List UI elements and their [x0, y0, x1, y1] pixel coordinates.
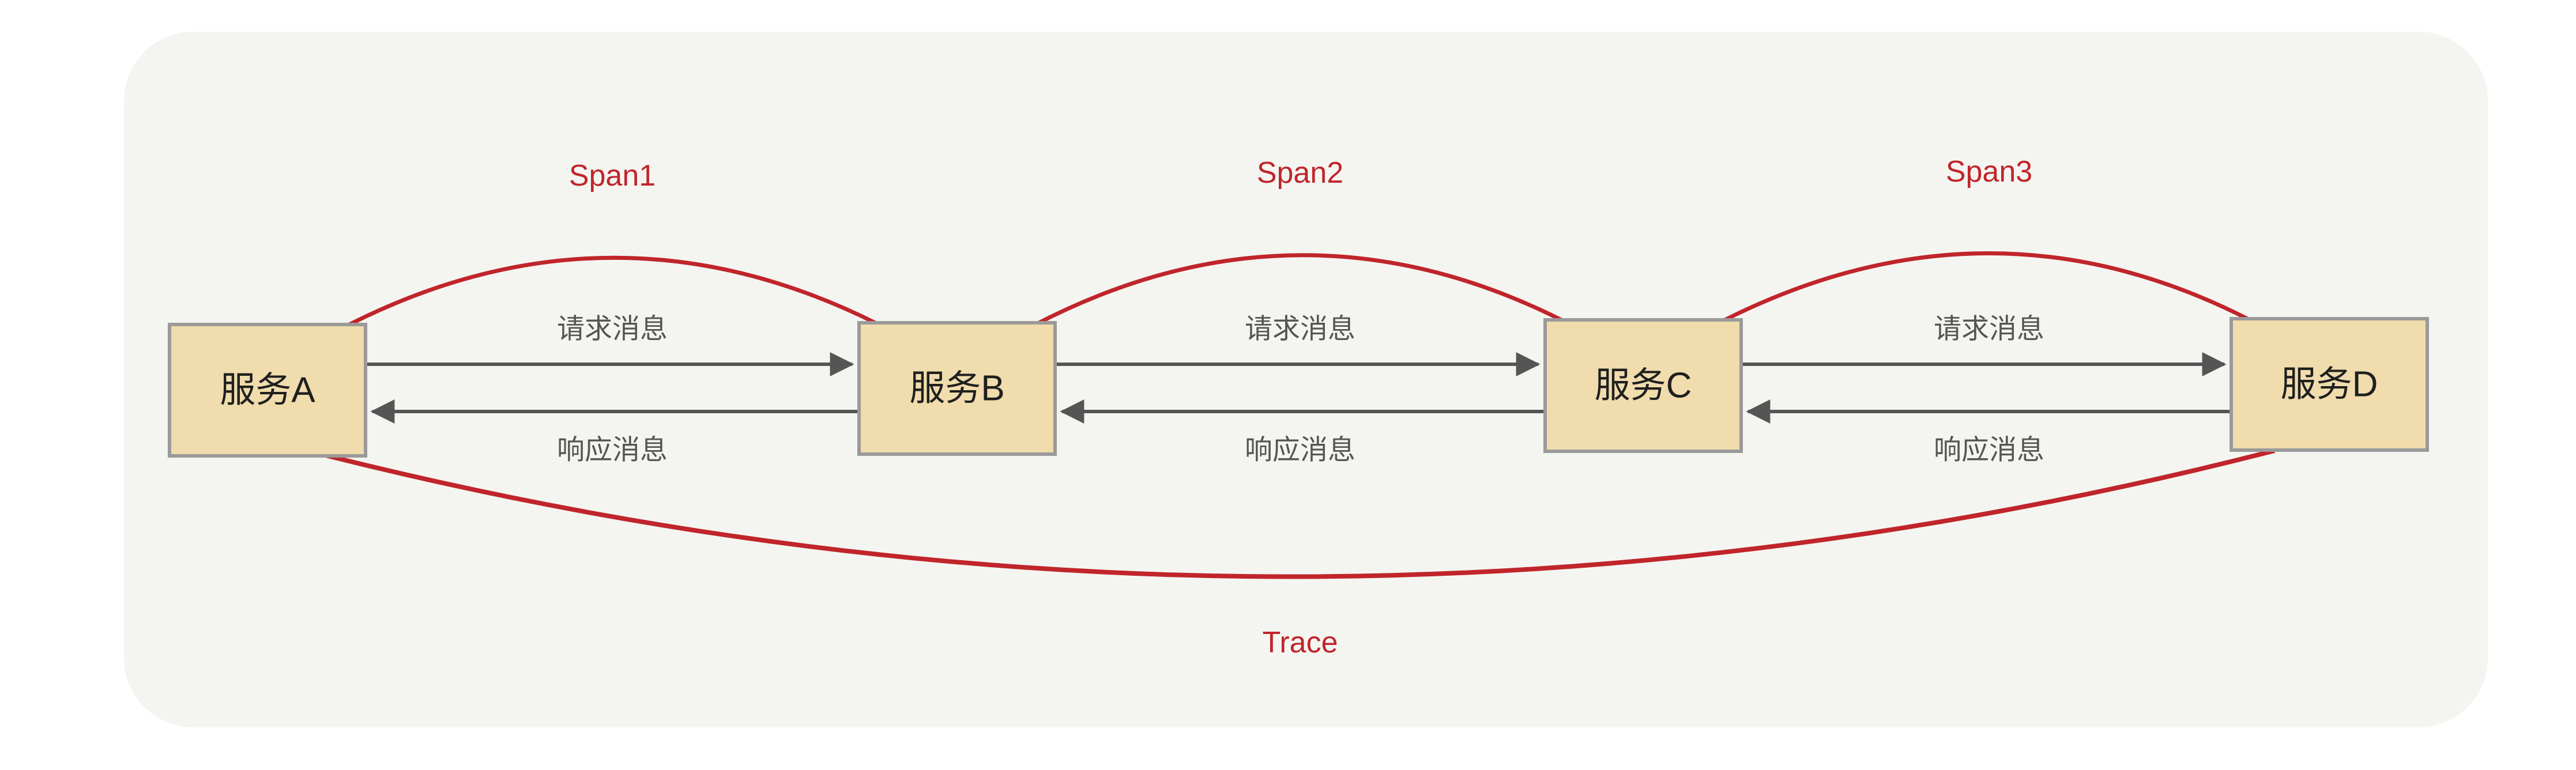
- flow-b-c-request-label: 请求消息: [1245, 314, 1355, 345]
- flow-c-d-group: 请求消息 响应消息: [1741, 314, 2231, 466]
- node-service-a[interactable]: 服务A: [168, 323, 367, 458]
- flow-b-c-response-label: 响应消息: [1245, 435, 1355, 466]
- service-a-label: 服务A: [220, 371, 315, 410]
- span-2-group: Span2: [1034, 156, 1566, 327]
- flow-c-d-request-label: 请求消息: [1934, 314, 2044, 345]
- node-service-c[interactable]: 服务C: [1543, 318, 1743, 453]
- service-d-box[interactable]: [2229, 317, 2429, 452]
- node-service-b[interactable]: 服务B: [857, 321, 1057, 456]
- flow-a-b-response-label: 响应消息: [557, 435, 668, 466]
- span-2-label: Span2: [1257, 156, 1343, 190]
- node-service-d[interactable]: 服务D: [2229, 317, 2429, 452]
- span-3-arc-path: [1720, 251, 2252, 324]
- service-b-box[interactable]: [857, 321, 1057, 456]
- service-a-box[interactable]: [168, 323, 367, 458]
- service-c-box[interactable]: [1543, 318, 1743, 453]
- flow-a-b-request-label: 请求消息: [557, 314, 668, 345]
- trace-label: Trace: [1263, 626, 1338, 659]
- canvas-background: [124, 32, 2488, 727]
- span-3-label: Span3: [1946, 155, 2032, 188]
- service-b-label: 服务B: [909, 369, 1004, 409]
- span-1-arc-path: [345, 255, 880, 329]
- span-1-label: Span1: [569, 159, 656, 192]
- flow-c-d-response-label: 响应消息: [1934, 435, 2044, 466]
- span-2-arc-path: [1034, 253, 1566, 327]
- flow-b-c-group: 请求消息 响应消息: [1055, 314, 1545, 466]
- trace-group: Trace: [325, 448, 2275, 659]
- span-3-group: Span3: [1720, 155, 2252, 324]
- trace-arc-path: [325, 448, 2275, 579]
- flow-a-b-group: 请求消息 响应消息: [366, 314, 859, 466]
- service-d-label: 服务D: [2281, 365, 2378, 405]
- service-c-label: 服务C: [1595, 366, 1692, 406]
- span-1-group: Span1: [345, 159, 880, 329]
